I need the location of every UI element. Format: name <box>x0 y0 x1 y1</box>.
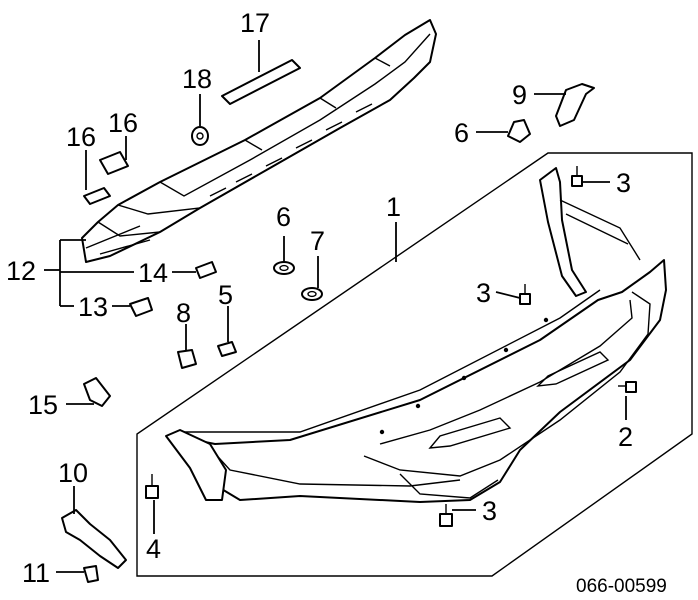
part-6-cap-right <box>507 119 531 143</box>
part-8-clip <box>177 349 197 369</box>
part-16-pad-left <box>83 187 111 205</box>
callout-4: 4 <box>146 534 161 564</box>
part-14-clip <box>195 261 217 279</box>
callout-3-top: 3 <box>616 168 631 198</box>
callout-3-mid: 3 <box>476 278 491 308</box>
callout-7: 7 <box>310 226 325 256</box>
part-16-pad-right <box>99 151 129 175</box>
drawing-code: 066-00599 <box>576 576 667 597</box>
part-11-clip <box>83 565 99 583</box>
assembly-boundary <box>136 152 693 577</box>
part-15-clip <box>83 377 111 407</box>
callout-labels: 1 2 3 3 3 4 5 6 6 7 8 9 10 11 12 13 14 1… <box>6 8 633 588</box>
bumper-cover <box>165 167 667 503</box>
part-10-bracket <box>61 509 127 569</box>
callout-10: 10 <box>58 458 88 488</box>
part-3-bolt-bottom <box>439 504 453 527</box>
part-9-bracket <box>555 83 595 127</box>
callout-6-right: 6 <box>454 118 469 148</box>
callout-12: 12 <box>6 256 36 286</box>
part-7-clip <box>301 287 323 301</box>
part-2-bolt <box>618 381 637 393</box>
part-18-clip <box>191 126 209 146</box>
callout-9: 9 <box>512 80 527 110</box>
callout-6-mid: 6 <box>276 202 291 232</box>
callout-11: 11 <box>22 558 50 588</box>
callout-13: 13 <box>78 292 108 322</box>
part-5-clip <box>217 341 237 357</box>
part-3-bolt-mid <box>519 284 531 305</box>
callout-18: 18 <box>182 64 212 94</box>
callout-2: 2 <box>618 422 633 452</box>
leader-lines <box>44 40 627 573</box>
part-17-pad <box>221 59 301 105</box>
callout-3-bottom: 3 <box>482 496 497 526</box>
callout-1: 1 <box>386 192 401 222</box>
part-4-bolt <box>145 474 159 499</box>
part-13-clip <box>129 297 153 317</box>
part-3-bolt-top <box>571 166 583 187</box>
callout-5: 5 <box>218 280 233 310</box>
callout-8: 8 <box>176 298 191 328</box>
callout-16-right: 16 <box>108 108 138 138</box>
part-6-clip-mid <box>273 261 295 275</box>
callout-14: 14 <box>138 258 168 288</box>
callout-15: 15 <box>28 390 58 420</box>
callout-16-left: 16 <box>66 122 96 152</box>
callout-17: 17 <box>240 8 270 38</box>
bumper-reinforcement <box>81 19 437 263</box>
